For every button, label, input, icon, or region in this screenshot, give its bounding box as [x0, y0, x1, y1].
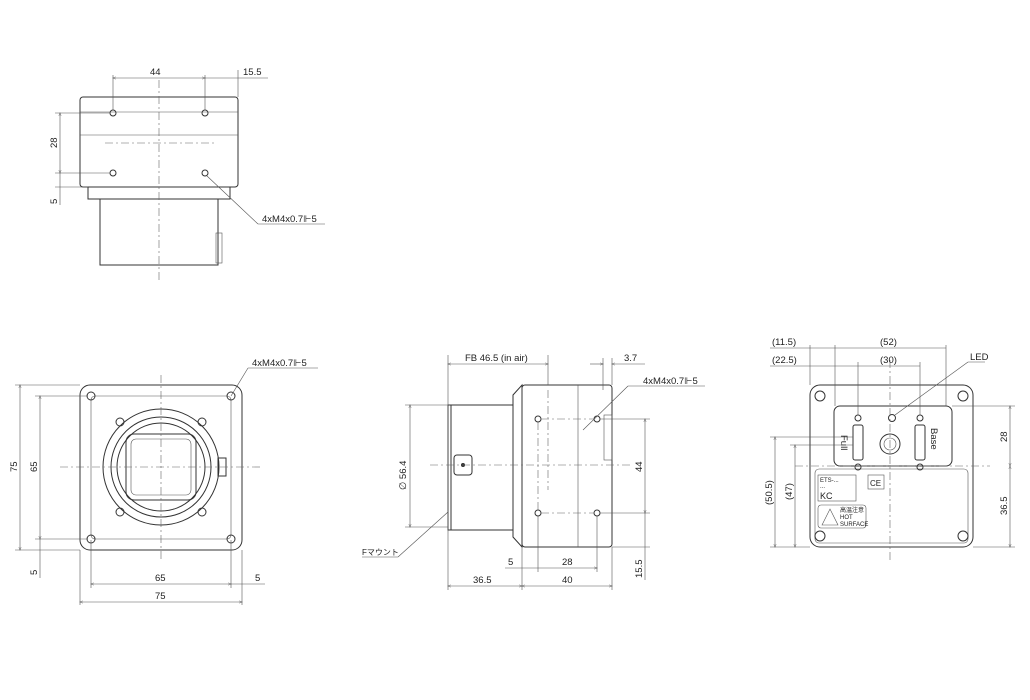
dim-mount-length: 36.5 — [473, 575, 492, 586]
dim-top-width: 44 — [150, 67, 161, 78]
port-full-label: Full — [838, 435, 849, 450]
led-label: LED — [970, 352, 989, 363]
dim-side-front-edge: 5 — [508, 557, 513, 568]
dim-front-height-total: 75 — [9, 461, 20, 472]
dim-back-upper: 28 — [999, 431, 1010, 442]
dim-full-port-height: (50.5) — [764, 480, 775, 505]
thread-note-side: 4xM4x0.7⊩5 — [643, 376, 698, 387]
mount-label: Fマウント — [362, 548, 399, 557]
dim-full-offset: (11.5) — [772, 337, 796, 348]
dim-front-height-edge: 5 — [29, 570, 40, 575]
kc-mark: KC — [820, 491, 833, 501]
dim-body-length: 40 — [562, 575, 573, 586]
dim-base-port-height: (47) — [784, 483, 795, 500]
dim-flange-back: FB 46.5 (in air) — [465, 353, 528, 364]
dim-front-width-holes: 65 — [155, 573, 166, 584]
dim-rear-offset: 3.7 — [624, 353, 637, 364]
dim-side-holes-horizontal: 28 — [562, 557, 573, 568]
product-label-line-2: ... — [820, 484, 825, 490]
dim-mount-diameter: ∅ 56.4 — [398, 461, 409, 490]
side-view: FB 46.5 (in air) 3.7 4xM4x0.7⊩5 ∅ 56.4 F… — [362, 353, 705, 590]
dim-side-holes-vertical: 44 — [634, 461, 645, 472]
ce-mark: CE — [870, 479, 881, 488]
dim-base-offset-2: (30) — [880, 355, 897, 366]
warning-jp: 高温注意 — [840, 506, 864, 514]
dim-top-flange: 5 — [49, 199, 60, 204]
dim-side-edge-vertical: 15.5 — [634, 560, 645, 579]
thread-note-top: 4xM4x0.7⊩5 — [262, 214, 317, 225]
dim-front-width-total: 75 — [155, 591, 166, 602]
dim-back-lower: 36.5 — [999, 497, 1010, 516]
warning-hot: HOT — [840, 515, 853, 521]
back-view: Full Base ETS-... ... KC CE 高温注意 HOT SUR… — [764, 337, 1015, 560]
thread-note-front: 4xM4x0.7⊩5 — [252, 358, 307, 369]
warning-surface: SURFACE — [840, 522, 868, 528]
dim-top-offset: 15.5 — [243, 67, 262, 78]
top-view: 44 15.5 28 5 4xM4x0.7⊩5 — [49, 67, 325, 280]
port-base-label: Base — [928, 428, 939, 450]
dim-front-width-edge: 5 — [255, 573, 260, 584]
front-view: 75 65 5 65 5 75 4xM4x0.7⊩5 — [9, 358, 318, 605]
dim-full-offset-2: (22.5) — [772, 355, 797, 366]
dim-base-offset: (52) — [880, 337, 897, 348]
dim-top-height: 28 — [49, 137, 60, 148]
dim-front-height-holes: 65 — [29, 461, 40, 472]
product-label-line-1: ETS-... — [820, 478, 839, 484]
